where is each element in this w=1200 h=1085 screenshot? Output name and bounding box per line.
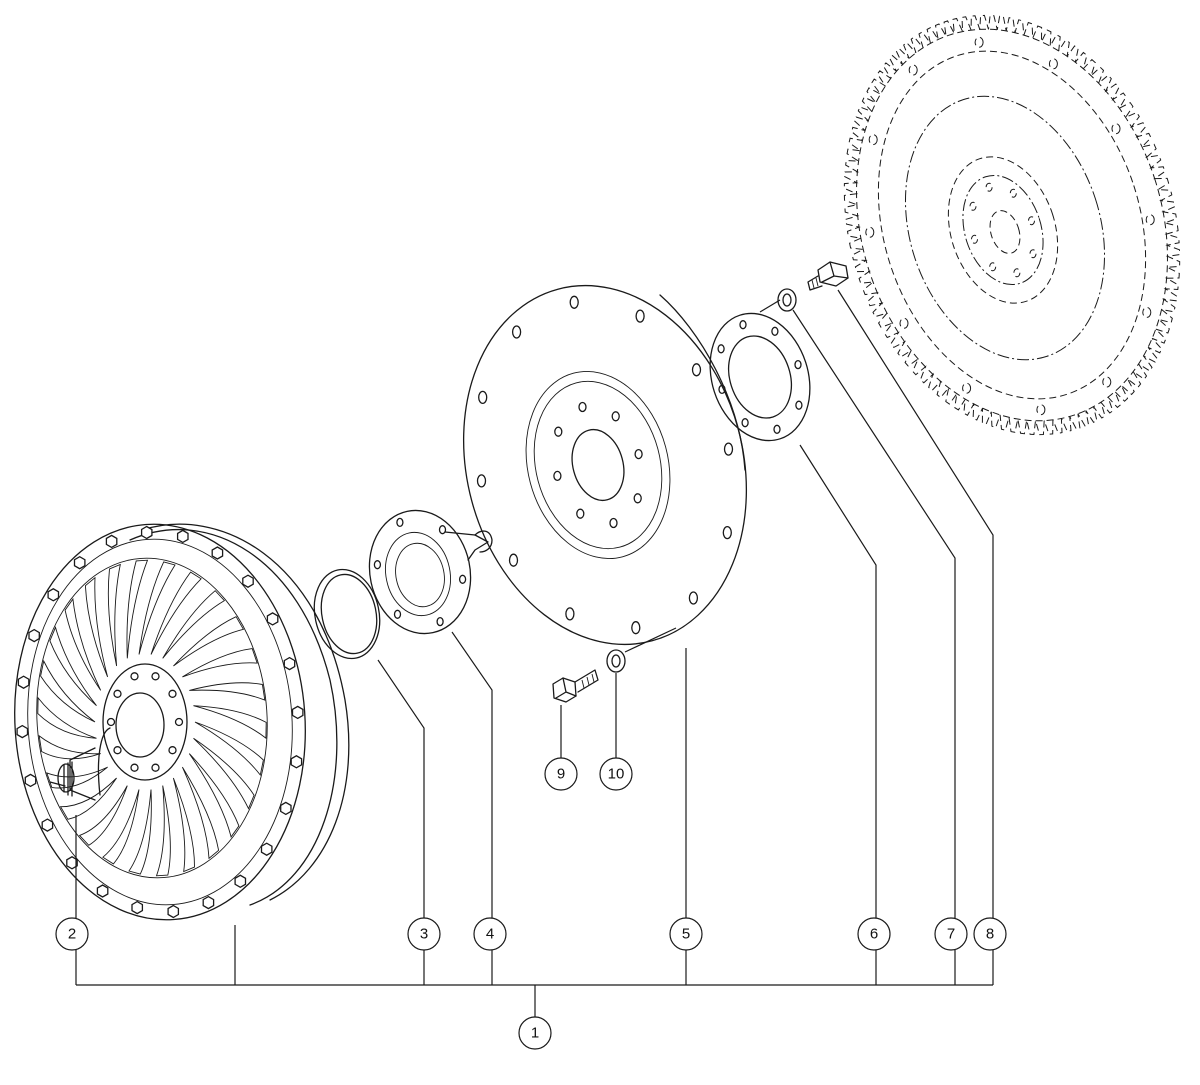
svg-text:2: 2 — [68, 926, 76, 943]
callout-8: 8 — [973, 917, 1007, 951]
lock-washer-lower — [606, 649, 626, 673]
svg-text:5: 5 — [682, 926, 690, 943]
callout-9: 9 — [544, 757, 578, 791]
callout-4: 4 — [473, 917, 507, 951]
svg-text:7: 7 — [947, 926, 955, 943]
callout-6: 6 — [857, 917, 891, 951]
callout-7: 7 — [934, 917, 968, 951]
torque-converter — [14, 523, 350, 921]
svg-text:9: 9 — [557, 766, 565, 783]
bolt-lower — [552, 669, 599, 703]
hub-adapter — [368, 509, 493, 635]
svg-text:8: 8 — [986, 926, 994, 943]
bolt-upper — [807, 261, 849, 291]
svg-text:4: 4 — [486, 926, 494, 943]
svg-text:3: 3 — [420, 926, 428, 943]
leader-lines — [75, 289, 994, 1017]
svg-text:6: 6 — [870, 926, 878, 943]
flywheel-ring-gear — [843, 14, 1181, 436]
callout-5: 5 — [669, 917, 703, 951]
callout-2: 2 — [55, 917, 89, 951]
callout-3: 3 — [407, 917, 441, 951]
callout-10: 10 — [599, 757, 633, 791]
flex-plate — [462, 284, 748, 646]
svg-text:10: 10 — [608, 766, 625, 783]
callout-1: 1 — [518, 1016, 552, 1050]
o-ring — [313, 568, 381, 660]
svg-text:1: 1 — [531, 1025, 539, 1042]
lock-washer-upper — [777, 288, 797, 312]
spacer-plate — [709, 312, 811, 442]
